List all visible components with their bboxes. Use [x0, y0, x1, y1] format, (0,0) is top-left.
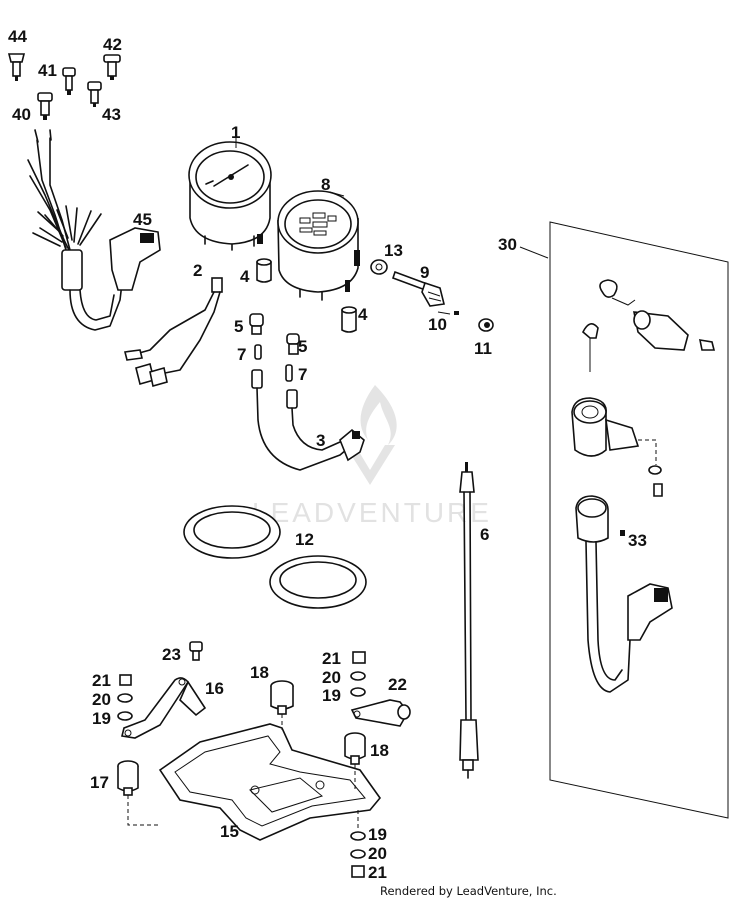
- bulb-40: [37, 92, 53, 120]
- callout-19a: 19: [92, 709, 111, 728]
- ignition-board-30: [549, 221, 729, 819]
- gasket-ring-12b: [269, 555, 367, 609]
- callout-44: 44: [8, 27, 27, 46]
- hardware-stack-left: [117, 674, 133, 721]
- connector-5a: [249, 313, 264, 335]
- callout-21b: 21: [322, 649, 341, 668]
- callout-40: 40: [12, 105, 31, 124]
- hardware-stack-bottom: [350, 810, 366, 878]
- callout-18b: 18: [370, 741, 389, 760]
- callout-33: 33: [628, 531, 647, 550]
- callout-20a: 20: [92, 690, 111, 709]
- callout-7b: 7: [298, 365, 307, 384]
- shaft-9: [391, 270, 445, 307]
- spacer-4a: [256, 258, 272, 283]
- callout-19b: 19: [322, 686, 341, 705]
- callout-17: 17: [90, 773, 109, 792]
- hardware-stack-right: [350, 651, 366, 697]
- callout-15: 15: [220, 822, 239, 841]
- callout-10: 10: [428, 315, 447, 334]
- gauge-1: [188, 141, 272, 251]
- bracket-22: [350, 699, 411, 727]
- bulb-44: [7, 53, 26, 81]
- bolt-23: [189, 641, 203, 661]
- callout-11: 11: [474, 339, 492, 358]
- callout-19c: 19: [368, 825, 387, 844]
- bulb-42: [103, 54, 121, 80]
- gasket-ring-12a: [183, 505, 281, 559]
- callout-4b: 4: [358, 305, 368, 324]
- callout-41: 41: [38, 61, 57, 80]
- watermark-text: LEADVENTURE: [252, 497, 492, 528]
- gauge-8: [277, 190, 360, 301]
- callout-12: 12: [295, 530, 314, 549]
- callout-42: 42: [103, 35, 122, 54]
- nut-13: [370, 259, 388, 275]
- callout-3: 3: [316, 431, 325, 450]
- callout-30: 30: [498, 235, 517, 254]
- wire-2: [124, 277, 223, 388]
- callout-5b: 5: [298, 337, 307, 356]
- sensor-wire-3: [251, 369, 365, 471]
- callout-7a: 7: [237, 345, 246, 364]
- callout-22: 22: [388, 675, 407, 694]
- callout-23: 23: [162, 645, 181, 664]
- callout-21c: 21: [368, 863, 387, 882]
- callout-8: 8: [321, 175, 330, 194]
- callout-21a: 21: [92, 671, 111, 690]
- callout-43: 43: [102, 105, 121, 124]
- leader-lines: [235, 138, 549, 315]
- callout-13: 13: [384, 241, 403, 260]
- callout-20b: 20: [322, 668, 341, 687]
- damper-18a: [270, 680, 294, 715]
- callout-1: 1: [231, 123, 240, 142]
- callout-45: 45: [133, 210, 152, 229]
- connector-5b: [286, 333, 300, 355]
- speedo-cable-6: [459, 462, 479, 779]
- footer-credit: Rendered by LeadVenture, Inc.: [380, 884, 557, 898]
- callout-2: 2: [193, 261, 202, 280]
- watermark: LEADVENTURE: [252, 385, 492, 528]
- wiring-harness-45: [27, 129, 161, 331]
- callout-18a: 18: [250, 663, 269, 682]
- damper-17: [117, 760, 139, 796]
- callout-9: 9: [420, 263, 429, 282]
- pin-7a: [254, 344, 262, 360]
- spacer-4b: [341, 306, 357, 333]
- bulb-41: [62, 67, 76, 95]
- callout-4a: 4: [240, 267, 250, 286]
- bulb-43: [87, 81, 102, 107]
- callout-6: 6: [480, 525, 489, 544]
- pin-7b: [285, 364, 293, 382]
- damper-18b: [344, 732, 366, 765]
- callout-labels: 44 41 42 40 43 45 1 8 2 4 4 13 9 10 11 5…: [8, 27, 647, 882]
- mounting-plate-15: [127, 714, 382, 841]
- callout-20c: 20: [368, 844, 387, 863]
- cap-11: [478, 318, 494, 332]
- callout-16: 16: [205, 679, 224, 698]
- bracket-16: [121, 677, 207, 739]
- callout-5a: 5: [234, 317, 243, 336]
- washer-10: [454, 311, 459, 315]
